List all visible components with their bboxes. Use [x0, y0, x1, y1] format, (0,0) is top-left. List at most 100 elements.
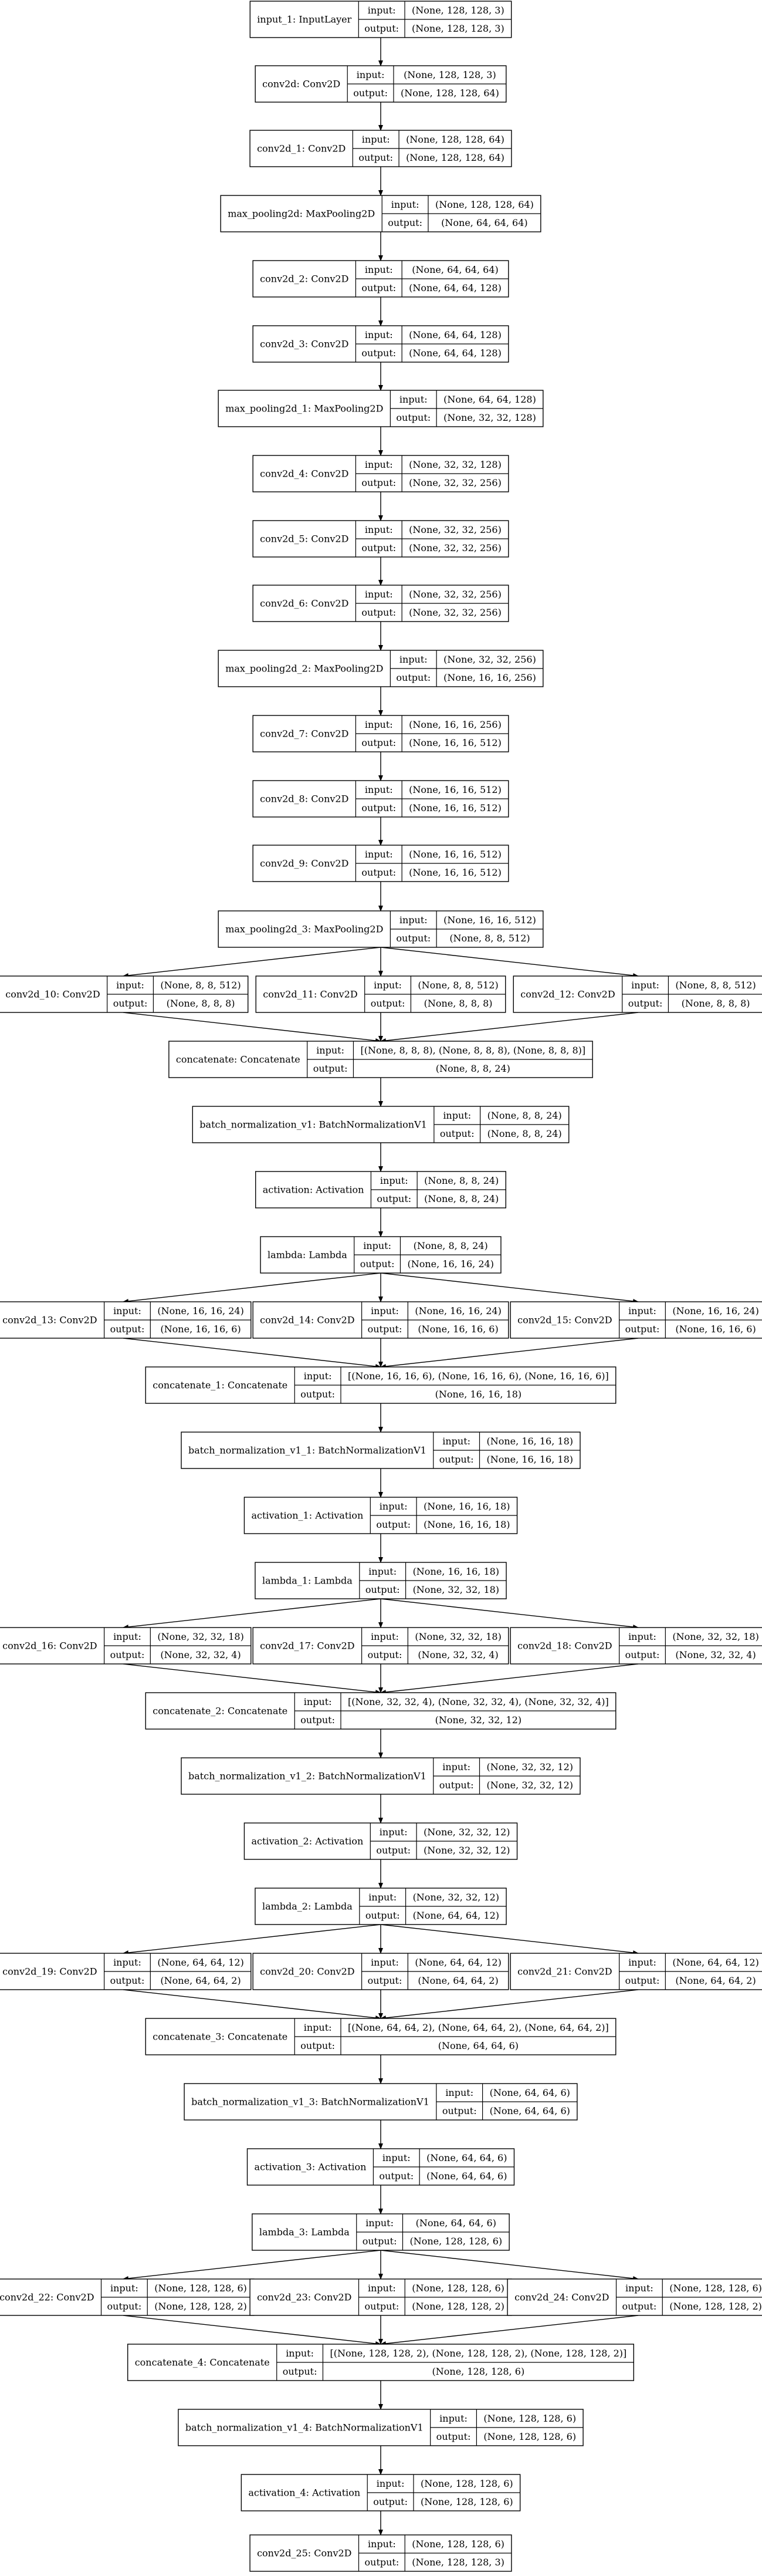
layer-name: conv2d_22: Conv2D: [0, 2292, 94, 2303]
input-shape: [(None, 128, 128, 2), (None, 128, 128, 2…: [330, 2348, 626, 2359]
input-shape: (None, 32, 32, 18): [672, 1631, 758, 1642]
layer-name: conv2d_4: Conv2D: [260, 468, 348, 480]
output-label: output:: [371, 998, 405, 1009]
input-label: input:: [374, 980, 402, 991]
output-shape: (None, 128, 128, 6): [483, 2431, 576, 2442]
input-shape: (None, 32, 32, 12): [424, 1827, 510, 1838]
output-label: output:: [361, 802, 396, 813]
input-shape: (None, 32, 32, 18): [157, 1631, 243, 1642]
edge-arrow: [123, 1338, 381, 1369]
input-label: input:: [442, 1761, 470, 1773]
input-shape: (None, 32, 32, 12): [487, 1761, 573, 1773]
input-shape: (None, 32, 32, 256): [409, 524, 502, 535]
layer-name: concatenate: Concatenate: [176, 1054, 300, 1065]
layer-name: conv2d_14: Conv2D: [260, 1315, 354, 1326]
output-label: output:: [622, 2301, 657, 2312]
input-shape: (None, 64, 64, 6): [490, 2087, 570, 2098]
output-label: output:: [440, 1128, 475, 1139]
layer-name: conv2d_10: Conv2D: [5, 989, 100, 1000]
edges-layer: [123, 38, 639, 2536]
output-label: output:: [361, 542, 396, 553]
edge-arrow: [380, 1924, 639, 1955]
layer-name: activation_2: Activation: [251, 1836, 363, 1847]
layer-node: concatenate: Concatenateinput:output:[(N…: [168, 1041, 593, 1078]
output-label: output:: [110, 1649, 145, 1660]
layer-name: batch_normalization_v1_2: BatchNormaliza…: [188, 1771, 426, 1782]
input-label: input:: [380, 1501, 408, 1512]
output-shape: (None, 64, 64, 128): [409, 282, 502, 293]
layer-node: batch_normalization_v1_4: BatchNormaliza…: [178, 2409, 584, 2446]
input-label: input:: [304, 1370, 332, 1382]
output-label: output:: [361, 347, 396, 359]
input-shape: (None, 128, 128, 3): [404, 69, 496, 80]
input-shape: (None, 16, 16, 18): [413, 1566, 499, 1577]
input-label: input:: [399, 654, 428, 665]
input-shape: (None, 16, 16, 24): [157, 1305, 243, 1316]
input-shape: (None, 128, 128, 64): [435, 199, 534, 210]
output-label: output:: [363, 2236, 397, 2247]
input-label: input:: [371, 1957, 399, 1968]
input-label: input:: [391, 199, 419, 210]
input-shape: (None, 32, 32, 256): [443, 654, 536, 665]
input-label: input:: [304, 2022, 332, 2033]
output-shape: (None, 8, 8, 512): [449, 933, 530, 944]
output-label: output:: [439, 1454, 474, 1465]
input-label: input:: [631, 980, 659, 991]
edge-arrow: [123, 947, 381, 978]
input-label: input:: [113, 1631, 141, 1642]
layer-name: batch_normalization_v1_3: BatchNormaliza…: [191, 2096, 429, 2108]
input-label: input:: [371, 1305, 399, 1316]
layer-node: max_pooling2d_1: MaxPooling2Dinput:outpu…: [218, 390, 544, 427]
layer-node: max_pooling2d: MaxPooling2Dinput:output:…: [220, 195, 541, 232]
input-label: input:: [380, 1175, 408, 1186]
input-shape: (None, 128, 128, 64): [406, 134, 504, 145]
output-label: output:: [368, 1975, 402, 1986]
edge-arrow: [380, 947, 639, 978]
output-shape: (None, 64, 64, 64): [441, 217, 527, 228]
output-shape: (None, 32, 32, 18): [413, 1584, 499, 1595]
output-shape: (None, 32, 32, 12): [487, 1780, 573, 1791]
output-shape: (None, 128, 128, 3): [412, 2557, 504, 2568]
input-label: input:: [113, 1305, 141, 1316]
output-label: output:: [283, 2366, 317, 2377]
layer-name: activation_4: Activation: [248, 2487, 360, 2499]
output-label: output:: [300, 2040, 335, 2051]
input-shape: (None, 32, 32, 128): [409, 459, 502, 470]
layer-node: concatenate_3: Concatenateinput:output:[…: [145, 2018, 617, 2055]
edge-arrow: [123, 1989, 381, 2020]
input-shape: (None, 16, 16, 24): [672, 1305, 758, 1316]
input-label: input:: [371, 1631, 399, 1642]
input-shape: (None, 8, 8, 512): [675, 980, 756, 991]
input-label: input:: [628, 1631, 656, 1642]
output-label: output:: [377, 1193, 411, 1204]
layer-name: conv2d_11: Conv2D: [263, 989, 357, 1000]
input-shape: (None, 16, 16, 18): [424, 1501, 510, 1512]
output-label: output:: [365, 2557, 399, 2568]
layer-name: activation_1: Activation: [251, 1510, 363, 1521]
output-shape: (None, 32, 32, 256): [409, 607, 502, 618]
output-shape: (None, 32, 32, 4): [160, 1649, 241, 1660]
layer-node: activation: Activationinput:output:(None…: [255, 1171, 506, 1208]
output-label: output:: [436, 2431, 471, 2442]
input-shape: (None, 128, 128, 6): [412, 2283, 504, 2294]
output-label: output:: [110, 1975, 145, 1986]
layer-name: conv2d_20: Conv2D: [260, 1966, 354, 1977]
input-shape: (None, 128, 128, 3): [412, 5, 504, 16]
output-label: output:: [396, 933, 431, 944]
output-shape: (None, 32, 32, 256): [409, 542, 502, 553]
output-shape: (None, 16, 16, 512): [409, 802, 502, 813]
edge-arrow: [380, 1338, 639, 1369]
layer-name: conv2d_17: Conv2D: [260, 1640, 354, 1652]
output-label: output:: [442, 2105, 477, 2116]
edge-arrow: [123, 1012, 381, 1043]
edge-arrow: [380, 2315, 639, 2346]
layer-node: batch_normalization_v1: BatchNormalizati…: [192, 1106, 570, 1143]
